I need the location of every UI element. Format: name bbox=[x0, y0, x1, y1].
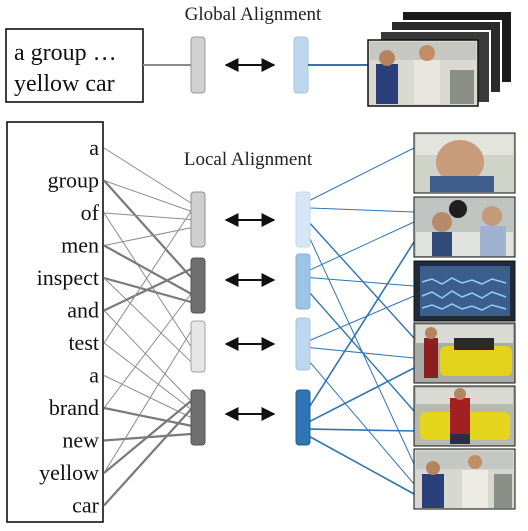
bar-frame-connection-1 bbox=[309, 147, 415, 201]
word-bar-connection-4 bbox=[103, 212, 192, 220]
local-video-embedding-bar-1 bbox=[295, 191, 311, 248]
video-frame-man-face bbox=[413, 132, 516, 194]
word-12: car bbox=[72, 493, 100, 518]
word-bar-connection-18 bbox=[103, 330, 192, 474]
global-text-embedding-bar bbox=[190, 36, 206, 94]
word-bar-connection-5 bbox=[103, 212, 192, 347]
word-10: new bbox=[62, 428, 99, 453]
global-sentence-box: a group … yellow car bbox=[5, 28, 144, 103]
word-bar-connection-2 bbox=[103, 180, 192, 212]
word-bar-connection-11 bbox=[103, 310, 192, 402]
video-frame-men-talking bbox=[413, 448, 516, 510]
word-bar-connection-6 bbox=[103, 227, 192, 246]
word-bar-connection-9 bbox=[103, 277, 192, 363]
video-frame-yellow-car-hood bbox=[413, 322, 516, 384]
bar-frame-connection-10 bbox=[309, 361, 415, 485]
bar-frame-connection-12 bbox=[309, 367, 415, 423]
local-word-list: a group of men inspect and test a brand new yellow… bbox=[37, 135, 100, 518]
word-2: group bbox=[48, 168, 99, 193]
word-7: test bbox=[68, 330, 99, 355]
bar-frame-connection-8 bbox=[309, 295, 415, 341]
local-text-embedding-bar-3 bbox=[190, 320, 206, 373]
word-bar-connection-15 bbox=[103, 293, 192, 409]
word-bar-connection-3 bbox=[103, 179, 192, 278]
word-bar-connection-14 bbox=[103, 375, 192, 418]
word-bar-connection-1 bbox=[103, 147, 192, 204]
video-frame-men-at-table bbox=[413, 196, 516, 258]
bar-frame-connection-7 bbox=[309, 292, 415, 412]
word-bar-connection-7 bbox=[103, 244, 192, 295]
local-video-embedding-bar-3 bbox=[295, 317, 311, 371]
bar-frame-connection-9 bbox=[309, 347, 415, 359]
local-alignment-title: Local Alignment bbox=[184, 149, 313, 170]
global-sentence-line-2: yellow car bbox=[14, 71, 115, 97]
bar-frame-connection-13 bbox=[309, 428, 415, 432]
word-to-text-bar-connections bbox=[103, 147, 192, 507]
word-bar-connection-12 bbox=[103, 210, 192, 344]
word-bar-connection-10 bbox=[103, 268, 192, 312]
video-bar-to-frame-connections bbox=[309, 147, 415, 495]
global-alignment-title: Global Alignment bbox=[185, 4, 322, 25]
word-4: men bbox=[61, 233, 99, 258]
local-video-embedding-bar-4 bbox=[295, 389, 311, 446]
word-9: brand bbox=[49, 395, 99, 420]
global-video-frame-top bbox=[367, 39, 479, 107]
local-video-embedding-bar-2 bbox=[295, 253, 311, 310]
bar-frame-connection-14 bbox=[309, 436, 415, 495]
word-11: yellow bbox=[39, 460, 99, 485]
bar-frame-connection-3 bbox=[309, 222, 415, 339]
bar-frame-connection-5 bbox=[309, 221, 415, 271]
global-video-frame-stack bbox=[367, 10, 513, 107]
global-sentence-line-1: a group … bbox=[14, 40, 117, 66]
word-8: a bbox=[89, 363, 99, 388]
word-bar-connection-13 bbox=[103, 342, 192, 410]
word-bar-connection-16 bbox=[103, 406, 192, 427]
local-text-embedding-bar-2 bbox=[190, 257, 206, 314]
word-bar-connection-19 bbox=[103, 400, 192, 474]
local-words-box bbox=[6, 121, 104, 523]
word-5: inspect bbox=[37, 265, 99, 290]
word-3: of bbox=[81, 200, 100, 225]
video-frame-man-red-shirt-car bbox=[413, 385, 516, 447]
word-6: and bbox=[67, 298, 99, 323]
local-text-embedding-bar-4 bbox=[190, 389, 206, 446]
video-frame-screen-waveform bbox=[413, 260, 516, 322]
bar-frame-connection-6 bbox=[309, 277, 415, 287]
word-bar-connection-20 bbox=[103, 408, 192, 507]
global-video-embedding-bar bbox=[293, 36, 309, 94]
word-1: a bbox=[89, 135, 99, 160]
bar-frame-connection-11 bbox=[309, 241, 415, 407]
local-text-embedding-bar-1 bbox=[190, 191, 206, 248]
bar-frame-connection-2 bbox=[309, 207, 415, 213]
